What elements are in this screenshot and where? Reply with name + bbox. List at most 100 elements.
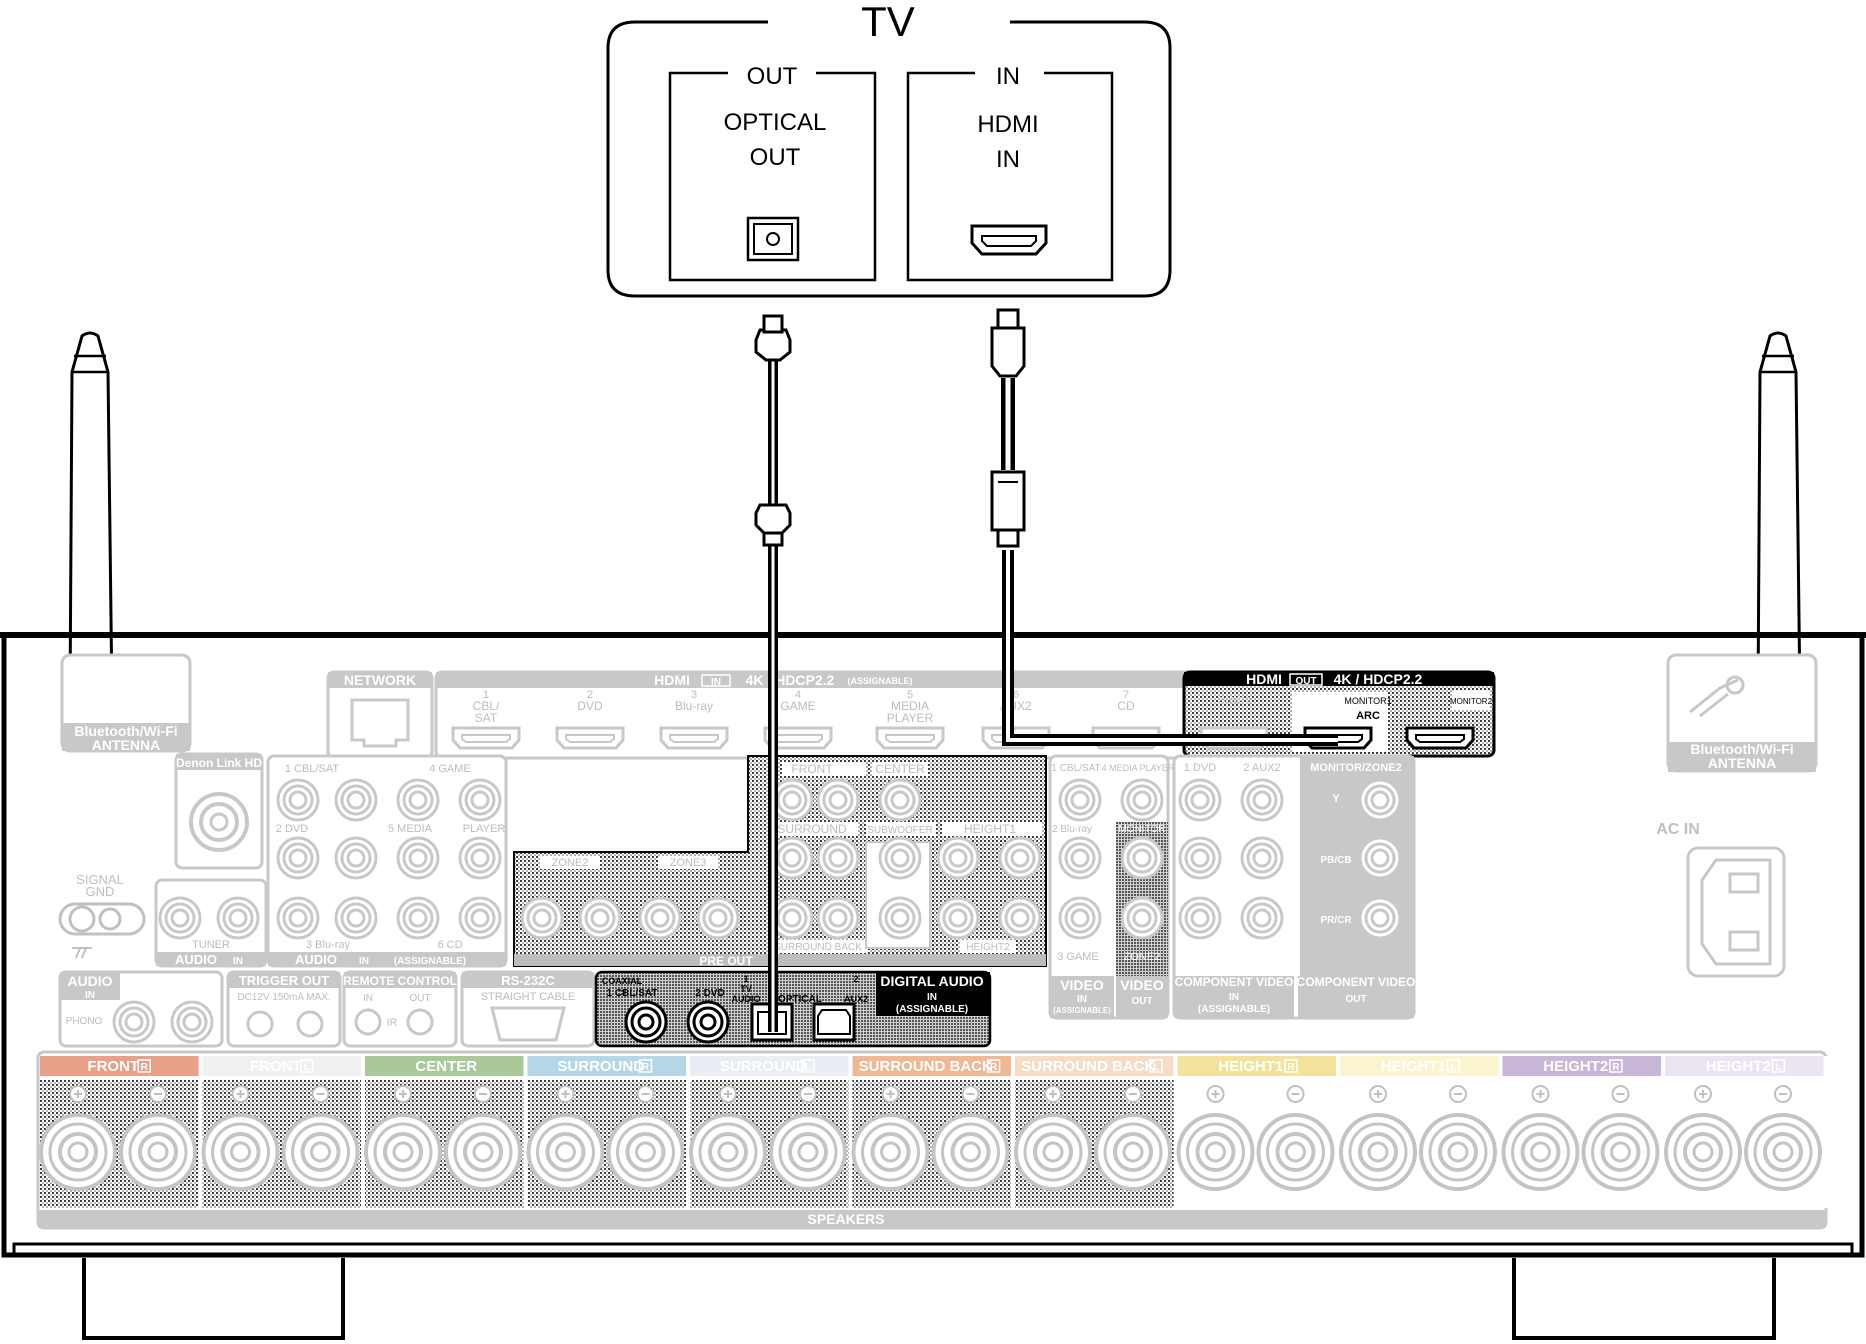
speaker-terminal-negative[interactable] (119, 1113, 197, 1191)
audio-in-jack[interactable] (396, 896, 440, 940)
video-jack[interactable] (1120, 778, 1164, 822)
video-jack[interactable] (1058, 896, 1102, 940)
comp-1dvd: 1 DVD (1184, 762, 1216, 774)
speaker-terminal-negative[interactable] (1419, 1113, 1497, 1191)
speaker-terminal-positive[interactable] (851, 1113, 930, 1191)
tv-out-header: OUT (747, 63, 798, 90)
audio-in-jack[interactable] (334, 896, 378, 940)
speaker-group-label: HEIGHT2 (1706, 1058, 1771, 1075)
speaker-terminal-positive[interactable] (201, 1113, 280, 1191)
hdmi-in-name: DVD (577, 699, 603, 713)
pre-out-jack[interactable] (696, 896, 740, 940)
tv-hdmi-in-port[interactable] (970, 224, 1048, 256)
speaker-terminal-negative[interactable] (1256, 1113, 1335, 1191)
phono-label: PHONO (66, 1016, 103, 1027)
video-jack[interactable] (1120, 896, 1164, 940)
coaxial-1-jack[interactable] (624, 1000, 668, 1044)
pre-out-jack[interactable] (878, 778, 922, 822)
speaker-terminal-positive[interactable] (1501, 1113, 1580, 1191)
audio-in-jack[interactable] (276, 896, 320, 940)
speaker-terminal-positive[interactable] (1176, 1113, 1255, 1191)
speaker-terminal-negative[interactable] (444, 1113, 522, 1191)
speaker-terminal-negative[interactable] (281, 1113, 360, 1191)
tuner-audio-label: AUDIO (175, 952, 217, 967)
hdmi-in-port-2[interactable] (555, 726, 625, 750)
speaker-channel-badge: R (1612, 1062, 1620, 1073)
audio-in-jack[interactable] (334, 836, 378, 880)
video-jack[interactable] (1058, 836, 1102, 880)
speaker-terminal-positive[interactable] (526, 1113, 605, 1191)
video-jack[interactable] (1358, 778, 1402, 822)
audio-in-jack[interactable] (334, 778, 378, 822)
audio-in-jack[interactable] (458, 778, 502, 822)
tuner-l-jack[interactable] (216, 896, 260, 940)
speaker-terminal-positive[interactable] (364, 1113, 442, 1191)
tv-optical-out-port[interactable] (746, 216, 800, 262)
audio-in-player: PLAYER (463, 823, 506, 835)
pre-out-jack[interactable] (878, 836, 922, 880)
audio-in-jack[interactable] (396, 778, 440, 822)
speaker-terminal-positive[interactable] (1664, 1113, 1742, 1191)
speaker-terminal-negative[interactable] (1581, 1113, 1660, 1191)
hdmi-in-port-5[interactable] (875, 726, 945, 750)
speaker-terminal-negative[interactable] (606, 1113, 685, 1191)
video-jack[interactable] (1178, 778, 1222, 822)
pre-out-jack[interactable] (638, 896, 682, 940)
trigger-out-spec: DC12V 150mA MAX. (237, 992, 330, 1003)
video-jack[interactable] (1358, 896, 1402, 940)
audio-in-jack[interactable] (276, 836, 320, 880)
speaker-terminal-positive[interactable] (689, 1113, 767, 1191)
tuner-r-jack[interactable] (158, 896, 202, 940)
video-jack[interactable] (1178, 896, 1222, 940)
speaker-terminal-negative[interactable] (769, 1113, 847, 1191)
audio-in-jack[interactable] (458, 896, 502, 940)
video-jack[interactable] (1058, 778, 1102, 822)
speaker-terminal-negative[interactable] (931, 1113, 1010, 1191)
pre-out-jack[interactable] (936, 896, 980, 940)
speaker-group-label: HEIGHT2 (1543, 1058, 1608, 1075)
video-jack[interactable] (1240, 836, 1284, 880)
pre-out-jack[interactable] (578, 896, 622, 940)
phono-l-jack[interactable] (170, 1000, 214, 1044)
speaker-terminal-negative[interactable] (1094, 1113, 1172, 1191)
tv-hdmi-label-2: IN (996, 146, 1020, 173)
pre-out-jack[interactable] (936, 836, 980, 880)
ac-in-socket[interactable]: AC IN (1656, 821, 1786, 978)
video-jack[interactable] (1178, 836, 1222, 880)
audio-in-jack[interactable] (276, 778, 320, 822)
speaker-group-label: FRONT (87, 1058, 139, 1075)
pre-out-jack[interactable] (998, 896, 1042, 940)
hdmi-in-port-1[interactable] (451, 726, 521, 750)
digital-audio-in-badge: IN (927, 992, 937, 1003)
speaker-terminal-negative[interactable] (1744, 1113, 1822, 1191)
speaker-terminal-positive[interactable] (1014, 1113, 1092, 1191)
video-jack[interactable] (1358, 836, 1402, 880)
signal-gnd-terminal[interactable]: SIGNAL GND (58, 872, 146, 959)
video-jack[interactable] (1240, 778, 1284, 822)
bt-antenna-left-label-2: ANTENNA (92, 737, 160, 753)
coaxial-2-jack[interactable] (686, 1000, 730, 1044)
optical-aux2-jack[interactable] (812, 1002, 856, 1042)
hdmi-out-monitor2-port[interactable] (1405, 726, 1475, 750)
hdmi-out-arc: ARC (1356, 710, 1380, 722)
network-port[interactable]: NETWORK (326, 670, 434, 760)
denon-link-port[interactable]: Denon Link HD (174, 752, 264, 870)
speaker-terminal-positive[interactable] (1339, 1113, 1417, 1191)
video-in-badge: IN (1077, 994, 1087, 1005)
hdmi-in-port-3[interactable] (659, 726, 729, 750)
pre-out-jack[interactable] (998, 836, 1042, 880)
audio-in-jack[interactable] (458, 836, 502, 880)
speaker-terminal-positive[interactable] (39, 1113, 117, 1191)
bt-antenna-right-terminal: Bluetooth/Wi-Fi ANTENNA (1666, 653, 1818, 773)
audio-in-jack[interactable] (396, 836, 440, 880)
pre-out-jack[interactable] (816, 836, 860, 880)
pre-out-jack[interactable] (878, 896, 922, 940)
video-jack[interactable] (1240, 896, 1284, 940)
pre-out-jack[interactable] (816, 896, 860, 940)
video-jack[interactable] (1120, 836, 1164, 880)
pre-out-jack[interactable] (816, 778, 860, 822)
phono-r-jack[interactable] (112, 1000, 156, 1044)
pre-out-jack[interactable] (520, 896, 564, 940)
